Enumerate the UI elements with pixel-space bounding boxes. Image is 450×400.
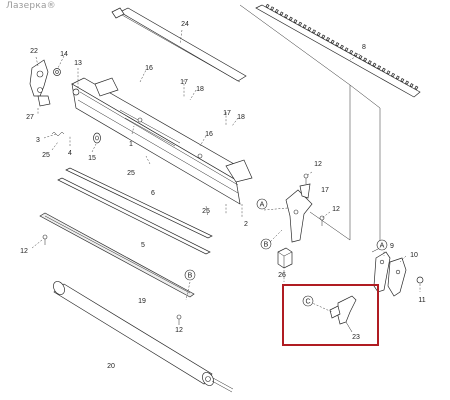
svg-text:C: C: [305, 299, 310, 306]
roller-20-part: [53, 281, 234, 393]
callout-19: 19: [138, 298, 146, 305]
leader-14: [57, 55, 65, 69]
long-strip-19-part: [39, 212, 195, 298]
leader-18b: [231, 117, 239, 127]
callout-23: 23: [352, 334, 360, 341]
callout-24: 24: [181, 21, 189, 28]
leader-1: [131, 125, 135, 135]
callout-26: 26: [278, 272, 286, 279]
leader-C1: [309, 301, 333, 313]
leader-3: [43, 133, 57, 139]
guide-strip-6-part: [65, 167, 213, 239]
callout-3: 3: [36, 137, 40, 144]
svg-text:B: B: [264, 242, 269, 249]
leader-16a: [139, 69, 147, 83]
highlight-box: [282, 284, 379, 346]
screw-12-a: [303, 173, 309, 184]
callout-15: 15: [88, 155, 96, 162]
leader-A1: [263, 207, 289, 211]
top-bar-part: [111, 7, 247, 83]
leader-24: [179, 29, 183, 45]
svg-text:A: A: [380, 243, 385, 250]
callout-9: 9: [390, 243, 394, 250]
screw-12-c: [42, 234, 48, 245]
screw-12-b: [319, 215, 325, 226]
callout-16a: 16: [145, 65, 153, 72]
watermark: Лазерка®: [6, 1, 56, 11]
callout-17b: 17: [223, 110, 231, 117]
callout-11: 11: [418, 297, 425, 304]
svg-text:B: B: [188, 273, 193, 280]
leader-10: [399, 255, 407, 263]
leader-25c: [205, 205, 209, 217]
callout-12b: 12: [332, 206, 340, 213]
callout-25c: 25: [202, 208, 210, 215]
bracket-7-part: [285, 183, 313, 243]
guide-strip-5-part: [57, 177, 211, 255]
callout-4: 4: [68, 150, 72, 157]
ref-circle-a-1: A: [256, 198, 268, 210]
main-frame-part: [71, 77, 253, 205]
leader-22: [35, 56, 39, 67]
leader-25a: [145, 155, 151, 165]
svg-text:A: A: [260, 202, 265, 209]
leader-12c: [31, 239, 43, 249]
left-bracket-part: [29, 59, 51, 107]
callout-25b: 25: [127, 170, 135, 177]
leader-18a: [189, 89, 197, 101]
ref-circle-a-2: A: [376, 239, 388, 251]
bracket-10-part: [387, 257, 407, 297]
leader-16b: [199, 135, 207, 147]
callout-7: 17: [321, 187, 329, 194]
leader-B2: [185, 281, 191, 301]
callout-18a: 18: [196, 86, 204, 93]
callout-13: 13: [74, 60, 82, 67]
outline-upper: [239, 4, 351, 241]
leader-25b: [51, 141, 59, 151]
small-wheel-part: [53, 68, 61, 76]
ref-circle-c-1: C: [302, 295, 314, 307]
callout-2: 2: [244, 221, 248, 228]
callout-5: 5: [141, 242, 145, 249]
callout-17a: 17: [180, 79, 188, 86]
callout-1: 1: [129, 141, 133, 148]
block-26-part: [277, 247, 293, 269]
ref-circle-b-2: B: [184, 269, 196, 281]
spring-3-part: [51, 132, 65, 136]
callout-18b: 18: [237, 114, 245, 121]
gear-15-part: [93, 132, 101, 144]
ref-circle-b-1: B: [260, 238, 272, 250]
leader-15: [91, 143, 97, 153]
callout-8: 8: [362, 44, 366, 51]
screw-12-d: [176, 314, 182, 325]
callout-27: 27: [26, 114, 34, 121]
outline-right: [349, 84, 381, 253]
leader-8: [349, 53, 361, 61]
leader-12b: [321, 211, 331, 219]
callout-25a: 25: [42, 152, 50, 159]
callout-12a: 12: [314, 161, 322, 168]
callout-22: 22: [30, 48, 38, 55]
lever-23-part: [329, 295, 357, 333]
callout-10: 10: [410, 252, 418, 259]
callout-16b: 16: [205, 131, 213, 138]
gear-11-part: [416, 276, 424, 284]
callout-6: 6: [151, 190, 155, 197]
small-gear-13-part: [72, 88, 80, 96]
leader-12a: [305, 171, 313, 177]
callout-14: 14: [60, 51, 68, 58]
callout-12c: 12: [20, 248, 28, 255]
callout-20: 20: [107, 363, 115, 370]
gear-rail-part: [255, 3, 421, 98]
callout-12d: 12: [175, 327, 183, 334]
